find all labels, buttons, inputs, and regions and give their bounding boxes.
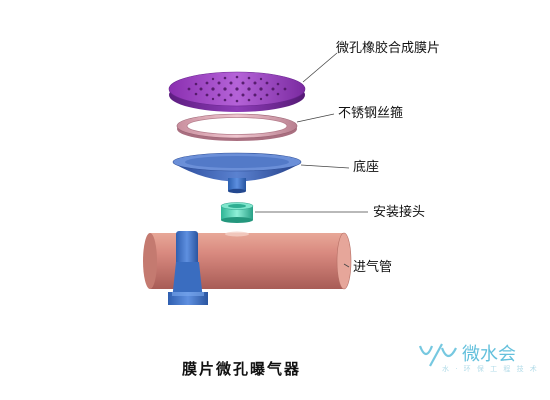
membrane-label: 微孔橡胶合成膜片 [336,41,441,56]
support-bracket-part [168,231,208,305]
leader-line-membrane [302,52,338,83]
leader-line-pipe [343,263,350,268]
leader-lines [255,52,368,268]
steel-ring-part [176,113,298,141]
watermark-subtitle: 水 · 环 保 工 程 技 术 [442,365,539,373]
base-part [172,152,302,194]
base-label: 底座 [353,160,380,175]
diagram-caption: 膜片微孔曝气器 [182,360,302,378]
water-drop-logo-icon [418,343,457,367]
mounting-joint-part [220,202,254,223]
inlet-pipe-label: 进气管 [353,260,393,275]
mounting-joint-label: 安装接头 [373,205,426,220]
leader-line-base [300,164,350,169]
watermark-brand: 微水会 [462,344,516,365]
steel-ring-label: 不锈钢丝箍 [338,106,404,121]
leader-line-ring [296,113,335,123]
watermark: 微水会 水 · 环 保 工 程 技 术 [416,338,540,378]
membrane-disc-part [168,71,306,112]
